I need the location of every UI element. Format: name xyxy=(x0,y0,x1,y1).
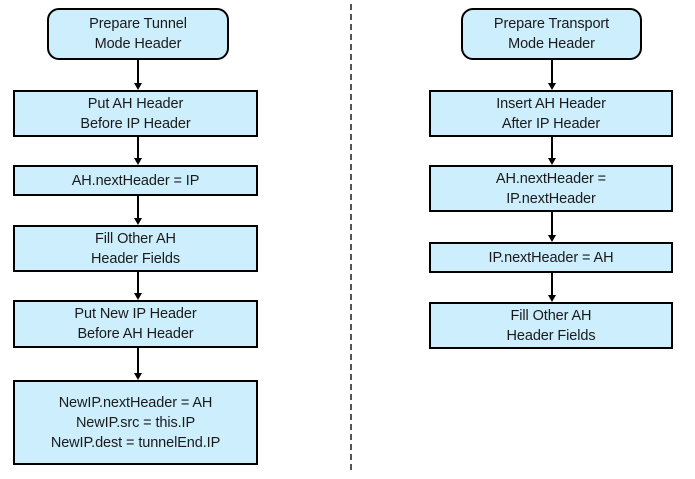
node-tunnel-step-1[interactable]: Put AH Header Before IP Header xyxy=(13,90,258,137)
node-transport-step-1[interactable]: Insert AH Header After IP Header xyxy=(429,90,673,137)
arrow-head xyxy=(134,218,142,225)
node-tunnel-start[interactable]: Prepare Tunnel Mode Header xyxy=(47,8,229,60)
arrow-head xyxy=(548,83,556,90)
arrow-stem xyxy=(137,348,139,373)
arrow-head xyxy=(548,158,556,165)
arrow-stem xyxy=(137,196,139,218)
vertical-dashed-separator xyxy=(350,4,352,470)
arrow-head xyxy=(548,295,556,302)
node-tunnel-step-3[interactable]: Fill Other AH Header Fields xyxy=(13,225,258,272)
node-tunnel-step-5[interactable]: NewIP.nextHeader = AH NewIP.src = this.I… xyxy=(13,380,258,465)
arrow-stem xyxy=(137,137,139,158)
arrow-stem xyxy=(137,60,139,83)
arrow-stem xyxy=(137,272,139,293)
arrow-stem xyxy=(551,212,553,235)
node-tunnel-step-4[interactable]: Put New IP Header Before AH Header xyxy=(13,300,258,348)
node-transport-start[interactable]: Prepare Transport Mode Header xyxy=(461,8,642,60)
arrow-head xyxy=(134,83,142,90)
arrow-stem xyxy=(551,273,553,295)
node-transport-step-4[interactable]: Fill Other AH Header Fields xyxy=(429,302,673,349)
node-transport-step-2[interactable]: AH.nextHeader = IP.nextHeader xyxy=(429,165,673,212)
arrow-head xyxy=(134,373,142,380)
node-transport-step-3[interactable]: IP.nextHeader = AH xyxy=(429,242,673,273)
arrow-head xyxy=(134,293,142,300)
node-tunnel-step-2[interactable]: AH.nextHeader = IP xyxy=(13,165,258,196)
arrow-stem xyxy=(551,137,553,158)
arrow-stem xyxy=(551,60,553,83)
arrow-head xyxy=(548,235,556,242)
arrow-head xyxy=(134,158,142,165)
